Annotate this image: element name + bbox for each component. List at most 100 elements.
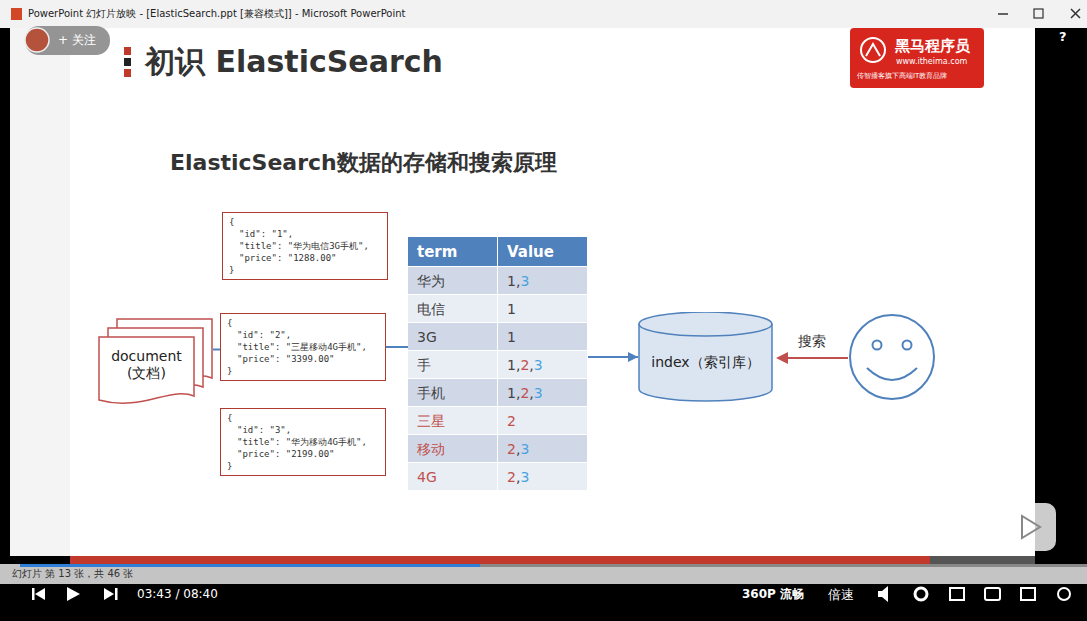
json-line: "title": "三星移动4G手机", bbox=[227, 341, 367, 353]
user-eye bbox=[873, 341, 882, 350]
json-line: "title": "华为移动4G手机", bbox=[227, 436, 367, 448]
table-text: 1 bbox=[498, 295, 516, 323]
user-smile bbox=[867, 368, 917, 380]
document-page bbox=[99, 337, 194, 403]
table-cell: 3G bbox=[408, 323, 498, 351]
volume-icon bbox=[878, 586, 888, 602]
slide-title: 初识 ElasticSearch bbox=[145, 44, 443, 80]
connector bbox=[386, 346, 408, 348]
slide-status: 幻灯片 第 13 张，共 46 张 bbox=[12, 568, 133, 580]
title-bar-mark bbox=[124, 69, 131, 77]
table-text: 移动 bbox=[408, 435, 445, 463]
connector bbox=[213, 349, 220, 351]
cylinder-text-area: index（索引库） bbox=[638, 334, 773, 392]
user-face bbox=[850, 315, 934, 399]
slide-subtitle: ElasticSearch数据的存储和搜索原理 bbox=[170, 150, 557, 176]
cylinder-rim bbox=[639, 324, 772, 336]
table-cell: Value bbox=[498, 237, 588, 267]
minimize-icon bbox=[998, 13, 1008, 15]
logo-icon bbox=[866, 44, 880, 56]
screen-area bbox=[10, 28, 1035, 556]
json-line: { bbox=[229, 216, 234, 228]
json-line: "price": "2199.00" bbox=[227, 448, 335, 460]
logo-slogan: 传智播客旗下高端IT教育品牌 bbox=[857, 72, 947, 80]
json-line: "id": "2", bbox=[227, 329, 291, 341]
json-line: { bbox=[227, 412, 232, 424]
speed-label: 倍速 bbox=[828, 587, 854, 603]
table-cell: 手 bbox=[408, 351, 498, 379]
status-bar bbox=[0, 564, 1087, 584]
table-text: 三星 bbox=[408, 407, 445, 435]
json-line: { bbox=[227, 317, 232, 329]
table-cell: 1,3 bbox=[498, 267, 588, 295]
table-text: 3G bbox=[408, 323, 437, 351]
json-line: "id": "1", bbox=[229, 228, 293, 240]
prev-icon bbox=[35, 588, 45, 600]
overlay-play-button bbox=[1002, 503, 1056, 551]
search-arrow bbox=[786, 357, 848, 359]
document-stack: document (文档) bbox=[98, 318, 213, 413]
json-line: "id": "3", bbox=[227, 424, 291, 436]
progress-rest bbox=[480, 564, 1087, 567]
slide bbox=[70, 28, 1035, 556]
app-icon bbox=[11, 8, 22, 20]
table-cell: 移动 bbox=[408, 435, 498, 463]
next-icon bbox=[115, 588, 118, 600]
cylinder-body bbox=[639, 312, 772, 401]
avatar bbox=[25, 28, 49, 52]
table-text: 2,3 bbox=[498, 463, 529, 491]
table-cell: 1,2,3 bbox=[498, 379, 588, 407]
table-cell: 2,3 bbox=[498, 463, 588, 491]
overlay-play-icon bbox=[1022, 516, 1040, 538]
logo-url: www.itheima.com bbox=[896, 57, 967, 67]
json-line: } bbox=[227, 365, 232, 377]
window-title: PowerPoint 幻灯片放映 - [ElasticSearch.ppt [兼… bbox=[28, 8, 406, 20]
json-document: {"id": "2","title": "三星移动4G手机","price": … bbox=[220, 313, 386, 381]
search-label: 搜索 bbox=[798, 333, 826, 350]
index-cylinder: index（索引库） bbox=[638, 312, 773, 402]
cylinder-label: index（索引库） bbox=[651, 354, 759, 372]
json-line: "title": "华为电信3G手机", bbox=[229, 240, 369, 252]
follow-button: + 关注 bbox=[58, 33, 96, 47]
settings-icon bbox=[915, 588, 927, 600]
table-text: 1,3 bbox=[498, 267, 529, 295]
table-cell: 手机 bbox=[408, 379, 498, 407]
slide-footer-band bbox=[70, 556, 930, 564]
inverted-index-table: termValue华为1,3电信13G1手1,2,3手机1,2,3三星2移动2,… bbox=[408, 237, 588, 491]
prev-icon bbox=[32, 588, 35, 600]
logo-name: 黑马程序员 bbox=[895, 37, 970, 55]
table-cell: 华为 bbox=[408, 267, 498, 295]
title-bar-mark bbox=[124, 58, 131, 66]
widescreen-icon bbox=[985, 588, 1000, 600]
follow-pill bbox=[25, 26, 110, 55]
table-text: 手 bbox=[408, 351, 431, 379]
play-time: 03:43 / 08:40 bbox=[137, 587, 218, 601]
document-label: document (文档) bbox=[102, 348, 191, 383]
json-line: } bbox=[227, 460, 232, 472]
user-eye bbox=[903, 341, 912, 350]
table-cell: 4G bbox=[408, 463, 498, 491]
document-text-area: document (文档) bbox=[98, 336, 195, 394]
table-text: 1 bbox=[498, 323, 516, 351]
table-header: term bbox=[408, 237, 457, 267]
table-text: 手机 bbox=[408, 379, 445, 407]
table-cell: 电信 bbox=[408, 295, 498, 323]
table-cell: 1 bbox=[498, 323, 588, 351]
window-bar bbox=[0, 0, 1087, 28]
connector bbox=[588, 356, 638, 358]
table-cell: 三星 bbox=[408, 407, 498, 435]
progress-played bbox=[20, 564, 480, 567]
table-text: 2,3 bbox=[498, 435, 529, 463]
json-line: "price": "1288.00" bbox=[229, 252, 337, 264]
json-line: } bbox=[229, 264, 234, 276]
restore-icon bbox=[1034, 9, 1043, 18]
table-text: 4G bbox=[408, 463, 437, 491]
json-line: "price": "3399.00" bbox=[227, 353, 335, 365]
table-cell: 1 bbox=[498, 295, 588, 323]
logo-box bbox=[850, 28, 984, 88]
table-cell: term bbox=[408, 237, 498, 267]
search-arrowhead bbox=[776, 352, 788, 364]
json-document: {"id": "1","title": "华为电信3G手机","price": … bbox=[222, 212, 388, 280]
